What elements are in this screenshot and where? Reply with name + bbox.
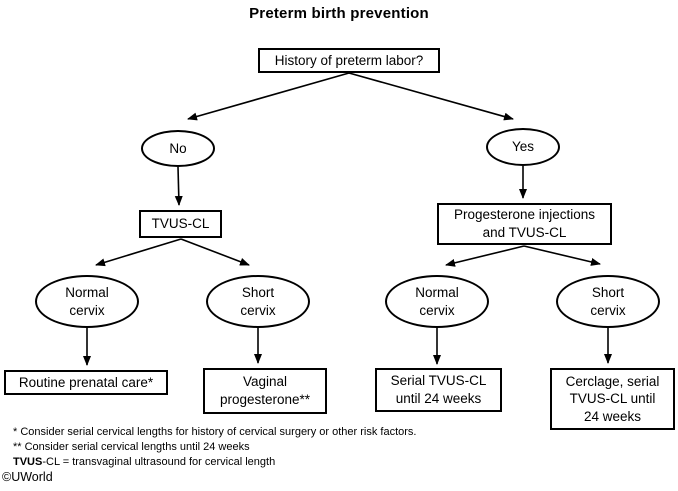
footnotes: * Consider serial cervical lengths for h… (13, 425, 416, 470)
footnote-3: TVUS-CL = transvaginal ultrasound for ce… (13, 455, 416, 470)
arrow-progesterone-to-normal-cervix-right (445, 245, 525, 267)
node-yes: Yes (486, 128, 560, 166)
node-short-cervix-right: Short cervix (556, 275, 660, 328)
arrow-tvus-to-short-cervix-left (180, 238, 250, 266)
node-normal-cervix-left: Normal cervix (35, 275, 139, 328)
node-routine-prenatal-care: Routine prenatal care* (4, 370, 168, 395)
node-normal-cervix-right: Normal cervix (385, 275, 489, 328)
node-cerclage-serial-tvus: Cerclage, serial TVUS-CL until 24 weeks (550, 368, 675, 430)
footnote-2: ** Consider serial cervical lengths unti… (13, 441, 250, 453)
arrow-no-to-tvus (174, 166, 183, 206)
node-vaginal-progesterone: Vaginal progesterone** (203, 368, 327, 414)
copyright: ©UWorld (2, 470, 53, 484)
page-title: Preterm birth prevention (249, 5, 429, 22)
node-short-cervix-left: Short cervix (206, 275, 310, 328)
node-history-of-preterm-labor: History of preterm labor? (258, 48, 440, 73)
footnote-3-abbr: TVUS (13, 456, 43, 468)
footnote-3-text: -CL = transvaginal ultrasound for cervic… (42, 456, 276, 468)
node-no: No (141, 130, 215, 167)
node-serial-tvus: Serial TVUS-CL until 24 weeks (375, 368, 502, 412)
arrow-root-to-no (187, 72, 350, 121)
arrow-progesterone-to-short-cervix-right (523, 245, 601, 266)
arrow-root-to-yes (348, 72, 514, 121)
arrow-tvus-to-normal-cervix-left (95, 238, 182, 267)
node-progesterone-injections: Progesterone injections and TVUS-CL (437, 203, 612, 245)
footnote-1: * Consider serial cervical lengths for h… (13, 426, 417, 438)
node-tvus-cl: TVUS-CL (139, 210, 222, 238)
